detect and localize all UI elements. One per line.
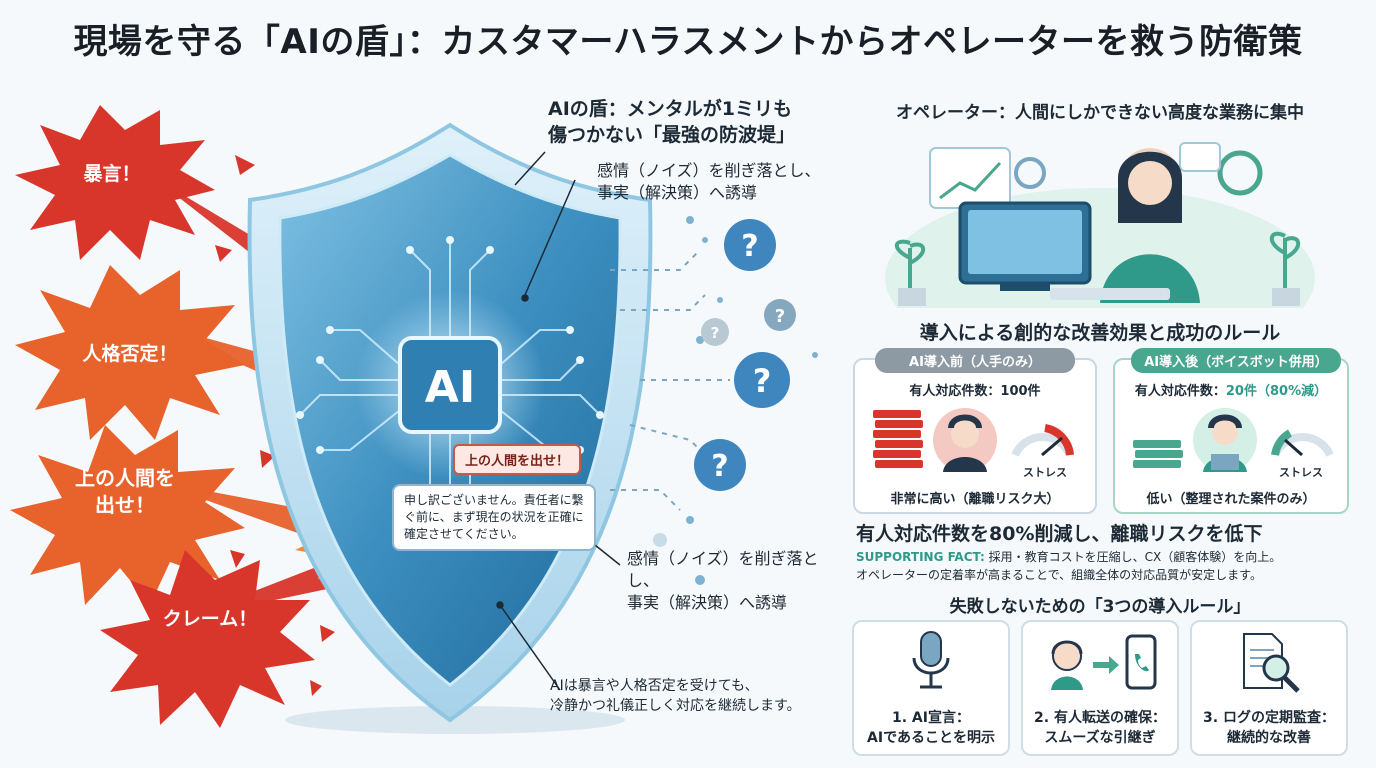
- burst-1: 暴言！: [15, 105, 215, 260]
- burst-text-3a: 上の人間を: [75, 466, 175, 490]
- after-count-value: 20件（80%減）: [1225, 384, 1328, 399]
- fact-label: SUPPORTING FACT:: [856, 550, 985, 564]
- after-count-prefix: 有人対応件数：: [1134, 384, 1226, 399]
- callout-noise-mid: 感情（ノイズ）を削ぎ落とし、 事実（解決策）へ誘導: [627, 549, 819, 612]
- after-stress: ストレス: [1279, 466, 1323, 479]
- bubble-ai-reply: 申し訳ございません。責任者に繋ぐ前に、まず現在の状況を正確に確定させてください。: [392, 484, 596, 551]
- rule-card-3: 3. ログの定期監査： 継続的な改善: [1190, 620, 1348, 756]
- callout-noise-top: 感情（ノイズ）を削ぎ落とし、 事実（解決策）へ誘導: [597, 161, 821, 202]
- page-title: 現場を守る「AIの盾」：カスタマーハラスメントからオペレーターを救う防衛策: [73, 22, 1303, 62]
- burst-text-2: 人格否定！: [82, 342, 177, 365]
- effects-title: 導入による創的な改善効果と成功のルール: [919, 322, 1281, 344]
- after-count: 有人対応件数：20件（80%減）: [1115, 380, 1347, 399]
- operator-illustration: [885, 142, 1315, 308]
- before-result: 非常に高い（離職リスク大）: [890, 492, 1060, 507]
- ai-chip: [398, 336, 502, 434]
- microphone-icon: [912, 631, 950, 689]
- question-3: ?: [701, 318, 729, 346]
- rule-card-1: 1. AI宣言： AIであることを明示: [852, 620, 1010, 756]
- rule-2-line1: 2. 有人転送の確保：: [1034, 710, 1166, 726]
- shield-shadow: [285, 706, 625, 734]
- svg-text:?: ?: [741, 229, 758, 264]
- question-1: ?: [724, 219, 776, 271]
- fact-line2: オペレーターの定着率が高まることで、組織全体の対応品質が安定します。: [856, 568, 1262, 582]
- before-illustration: [873, 408, 1074, 472]
- call-stack-icon: [873, 410, 923, 468]
- rules-title: 失敗しないための「3つの導入ルール」: [949, 597, 1251, 617]
- after-card: AI導入後（ボイスボット併用） 有人対応件数：20件（80%減） ストレス 低い…: [1113, 348, 1349, 514]
- svg-text:?: ?: [711, 449, 728, 484]
- burst-text-3b: 出せ！: [95, 493, 155, 517]
- small-stack-icon: [1133, 440, 1183, 468]
- left-illustration: 暴言！ 人格否定！ 上の人間を 出せ！ クレーム！: [10, 105, 818, 734]
- gear-icon: [1014, 157, 1046, 189]
- rule-3-line2: 継続的な改善: [1227, 730, 1311, 746]
- before-card: AI導入前（人手のみ） 有人対応件数：100件 ストレス 非常に高い（離職リスク…: [853, 348, 1097, 514]
- after-label: AI導入後（ボイスボット併用）: [1131, 348, 1341, 373]
- rule-1-line2: AIであることを明示: [867, 730, 995, 746]
- question-2: ?: [764, 299, 796, 331]
- ai-shield: AI: [247, 122, 653, 723]
- burst-4: クレーム！: [100, 550, 315, 728]
- rule-3-line1: 3. ログの定期監査：: [1203, 710, 1335, 726]
- burst-2: 人格否定！: [15, 265, 245, 440]
- gear-icon: [1217, 150, 1263, 196]
- bubble-customer: 上の人間を出せ！: [453, 444, 582, 475]
- rule-2-line2: スムーズな引継ぎ: [1044, 730, 1156, 746]
- svg-text:?: ?: [775, 306, 785, 327]
- question-5: ?: [694, 439, 746, 491]
- rule-1-line1: 1. AI宣言：: [892, 710, 970, 726]
- transfer-icon: [1051, 634, 1157, 690]
- question-4: ?: [734, 352, 790, 408]
- log-audit-icon: [1243, 633, 1300, 693]
- before-count: 有人対応件数：100件: [909, 384, 1041, 399]
- fact-text: 採用・教育コストを圧縮し、CX（顧客体験）を向上。: [984, 550, 1282, 564]
- callout-ai-calm: AIは暴言や人格否定を受けても、 冷静かつ礼儀正しく対応を継続します。: [550, 678, 801, 714]
- after-result: 低い（整理された案件のみ）: [1146, 492, 1316, 507]
- ai-chip-label: AI: [425, 362, 475, 413]
- svg-text:?: ?: [711, 324, 720, 342]
- noise-dots: [653, 216, 818, 585]
- operator-heading: オペレーター：人間にしかできない高度な業務に集中: [896, 103, 1304, 123]
- pointer-lines: [496, 151, 621, 691]
- supporting-fact: SUPPORTING FACT: 採用・教育コストを圧縮し、CX（顧客体験）を向…: [856, 548, 1356, 565]
- svg-text:?: ?: [753, 362, 772, 400]
- before-label: AI導入前（人手のみ）: [875, 348, 1075, 373]
- burst-text-1: 暴言！: [83, 162, 140, 185]
- burst-text-4: クレーム！: [163, 608, 257, 630]
- callout-shield-title: AIの盾：メンタルが1ミリも 傷つかない「最強の防波堤」: [548, 98, 796, 146]
- before-stress: ストレス: [1023, 466, 1067, 479]
- headline: 有人対応件数を80%削減し、離職リスクを低下: [856, 523, 1263, 545]
- after-illustration: [1133, 408, 1334, 472]
- question-marks: ? ? ? ? ?: [694, 219, 796, 491]
- rule-card-2: 2. 有人転送の確保： スムーズな引継ぎ: [1021, 620, 1179, 756]
